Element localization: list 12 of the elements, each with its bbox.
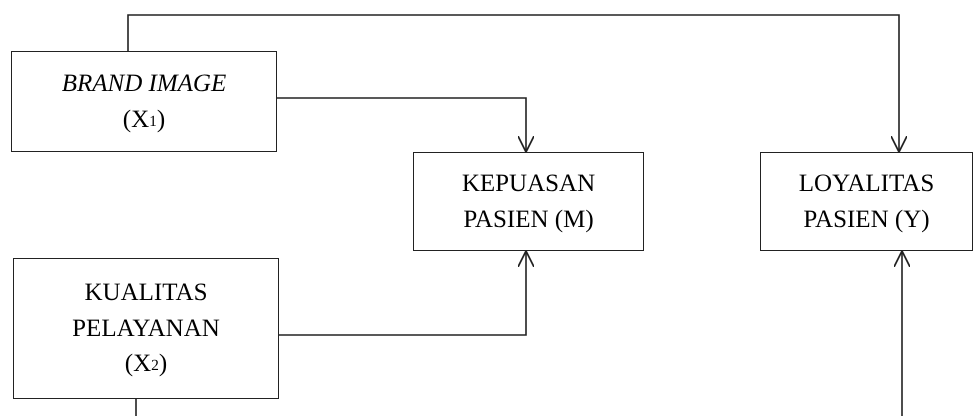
arrow xyxy=(127,14,908,153)
variable-box xyxy=(760,152,973,251)
arrow xyxy=(279,250,535,336)
arrow xyxy=(277,97,535,153)
variable-label: LOYALITAS PASIEN (Y) xyxy=(798,169,936,234)
variable-label: KUALITAS PELAYANAN xyxy=(71,278,221,344)
arrow xyxy=(135,250,911,416)
variable-label: BRAND IMAGE xyxy=(62,69,226,99)
variable-box xyxy=(11,51,277,152)
variable-label: KEPUASAN PASIEN (M) xyxy=(460,169,596,234)
variable-box xyxy=(13,258,279,399)
variable-box xyxy=(413,152,644,251)
